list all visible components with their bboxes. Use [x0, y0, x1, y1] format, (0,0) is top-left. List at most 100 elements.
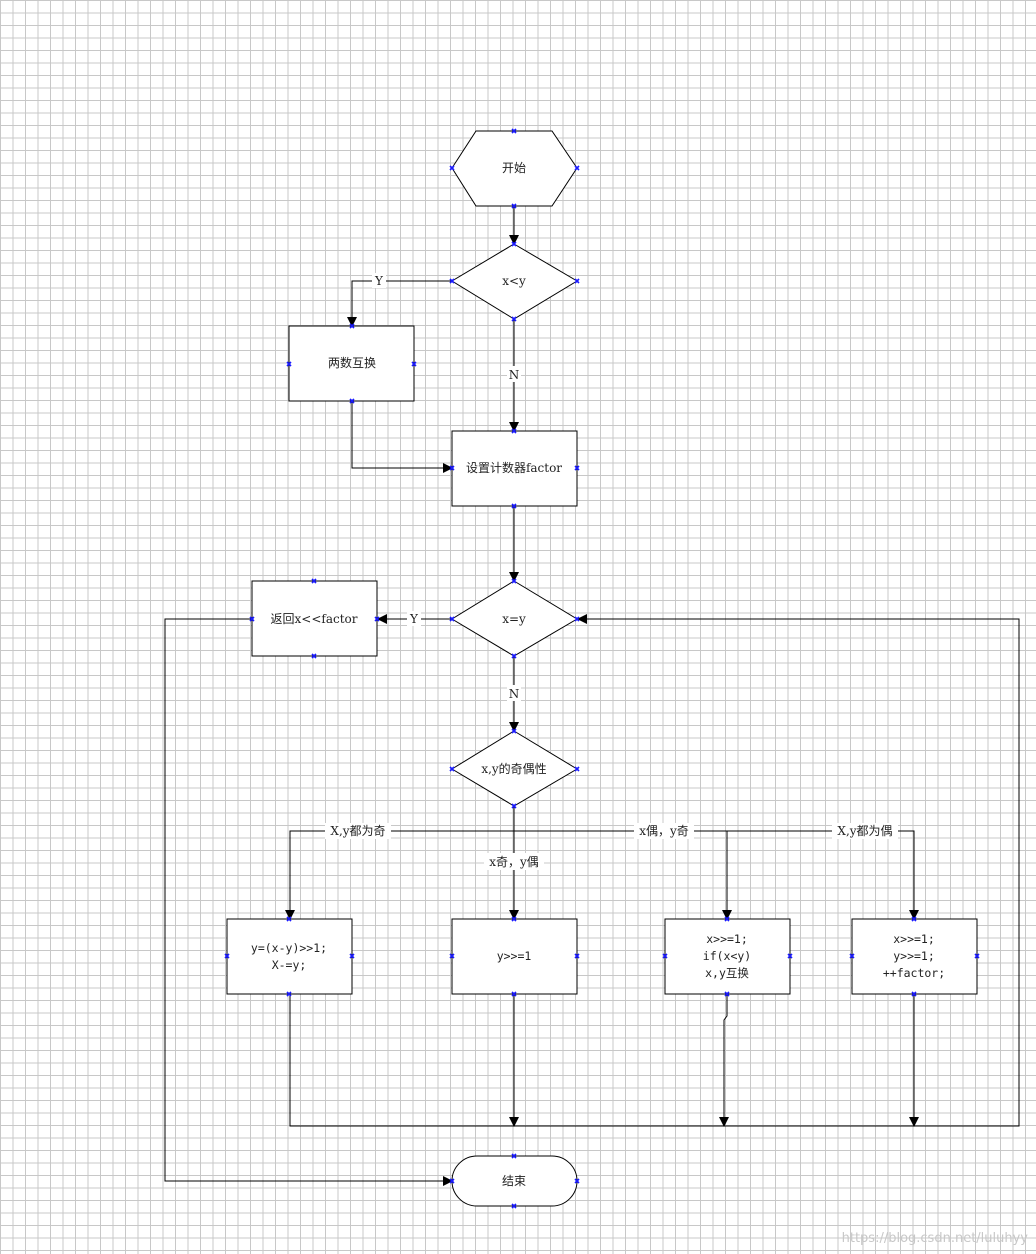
connection-handle-icon[interactable]	[511, 728, 517, 734]
connection-handle-icon[interactable]	[286, 916, 292, 922]
edge-label-cond2-no: N	[509, 687, 520, 701]
parity-label: x,y的奇偶性	[481, 761, 546, 776]
connection-handle-icon[interactable]	[574, 465, 580, 471]
connection-handle-icon[interactable]	[449, 616, 455, 622]
node-x-odd-y-even[interactable]: y>>=1	[451, 918, 578, 995]
x-even-y-odd-line-1: x>>=1;	[706, 932, 748, 946]
edge-parity-to-x-even	[514, 830, 732, 920]
connection-handle-icon[interactable]	[574, 165, 580, 171]
connection-handle-icon[interactable]	[511, 316, 517, 322]
connection-handle-icon[interactable]	[511, 1153, 517, 1159]
edge-label-both-even: X,y都为偶	[837, 824, 892, 838]
connection-handle-icon[interactable]	[511, 653, 517, 659]
both-even-box	[851, 918, 978, 995]
connection-handle-icon[interactable]	[974, 953, 980, 959]
edges	[164, 206, 1020, 1186]
edge-label-cond1-yes: Y	[374, 274, 384, 288]
edge-return-to-end	[164, 618, 453, 1186]
node-set-counter[interactable]: 设置计数器factor	[451, 430, 578, 507]
edge-parity-to-both-even	[727, 830, 919, 920]
connection-handle-icon[interactable]	[574, 1178, 580, 1184]
both-odd-line-2: X-=y;	[272, 958, 307, 972]
connection-handle-icon[interactable]	[349, 323, 355, 329]
connection-handle-icon[interactable]	[411, 361, 417, 367]
cond-x-eq-y-label: x=y	[502, 612, 526, 626]
connection-handle-icon[interactable]	[286, 361, 292, 367]
connection-handle-icon[interactable]	[374, 616, 380, 622]
connection-handle-icon[interactable]	[511, 241, 517, 247]
edge-loop-back	[289, 614, 1020, 1127]
connection-handles	[224, 128, 980, 1209]
edge-label-cond2-yes: Y	[409, 612, 419, 626]
node-both-odd[interactable]: y=(x-y)>>1; X-=y;	[226, 918, 353, 995]
connection-handle-icon[interactable]	[349, 953, 355, 959]
connection-handle-icon[interactable]	[574, 766, 580, 772]
connection-handle-icon[interactable]	[449, 278, 455, 284]
connection-handle-icon[interactable]	[311, 578, 317, 584]
edge-label-both-odd: X,y都为奇	[330, 824, 385, 838]
swap-label: 两数互换	[328, 355, 376, 370]
edge-label-x-odd-y-even: x奇，y偶	[489, 855, 539, 869]
connection-handle-icon[interactable]	[224, 953, 230, 959]
edge-swap-to-counter	[351, 401, 453, 473]
connection-handle-icon[interactable]	[449, 465, 455, 471]
watermark: https://blog.csdn.net/luluhyy	[842, 1231, 1029, 1246]
connection-handle-icon[interactable]	[574, 278, 580, 284]
connection-handle-icon[interactable]	[724, 991, 730, 997]
x-odd-y-even-line-1: y>>=1	[497, 949, 532, 963]
connection-handle-icon[interactable]	[511, 991, 517, 997]
node-return[interactable]: 返回x<<factor	[251, 580, 378, 657]
connection-handle-icon[interactable]	[511, 128, 517, 134]
both-odd-box	[226, 918, 353, 995]
node-swap[interactable]: 两数互换	[288, 325, 415, 402]
return-label: 返回x<<factor	[271, 612, 358, 626]
node-end[interactable]: 结束	[451, 1155, 578, 1207]
node-x-even-y-odd[interactable]: x>>=1; if(x<y) x,y互换	[664, 918, 791, 995]
edge-parity-to-both-odd	[285, 830, 514, 920]
edge-cond1-yes	[347, 280, 452, 327]
connection-handle-icon[interactable]	[511, 803, 517, 809]
connection-handle-icon[interactable]	[249, 616, 255, 622]
connection-handle-icon[interactable]	[349, 398, 355, 404]
connection-handle-icon[interactable]	[511, 578, 517, 584]
swap-box	[288, 325, 415, 402]
connection-handle-icon[interactable]	[311, 653, 317, 659]
connection-handle-icon[interactable]	[787, 953, 793, 959]
node-cond-x-lt-y[interactable]: x<y	[451, 243, 578, 320]
connection-handle-icon[interactable]	[724, 916, 730, 922]
connection-handle-icon[interactable]	[449, 165, 455, 171]
edge-x-even-down	[719, 994, 729, 1127]
cond-x-lt-y-label: x<y	[502, 274, 526, 288]
edge-label-x-even-y-odd: x偶，y奇	[639, 824, 689, 838]
connection-handle-icon[interactable]	[449, 1178, 455, 1184]
end-label: 结束	[502, 1174, 526, 1188]
edge-labels: Y N Y N X,y都为奇 x奇，y偶 x偶，y奇 X,y都为偶	[325, 273, 898, 870]
x-even-y-odd-box	[664, 918, 791, 995]
both-even-line-3: ++factor;	[883, 966, 945, 980]
both-odd-line-1: y=(x-y)>>1;	[251, 941, 327, 955]
connection-handle-icon[interactable]	[911, 916, 917, 922]
both-even-line-2: y>>=1;	[893, 949, 935, 963]
both-even-line-1: x>>=1;	[893, 932, 935, 946]
connection-handle-icon[interactable]	[511, 428, 517, 434]
connection-handle-icon[interactable]	[849, 953, 855, 959]
connection-handle-icon[interactable]	[574, 953, 580, 959]
connection-handle-icon[interactable]	[574, 616, 580, 622]
connection-handle-icon[interactable]	[511, 1203, 517, 1209]
connection-handle-icon[interactable]	[449, 953, 455, 959]
node-parity[interactable]: x,y的奇偶性	[451, 730, 578, 807]
connection-handle-icon[interactable]	[511, 503, 517, 509]
node-cond-x-eq-y[interactable]: x=y	[451, 580, 578, 657]
x-even-y-odd-line-3: x,y互换	[705, 966, 749, 980]
x-even-y-odd-line-2: if(x<y)	[703, 949, 751, 963]
connection-handle-icon[interactable]	[511, 916, 517, 922]
connection-handle-icon[interactable]	[662, 953, 668, 959]
start-label: 开始	[502, 161, 526, 175]
connection-handle-icon[interactable]	[511, 203, 517, 209]
connection-handle-icon[interactable]	[449, 766, 455, 772]
connection-handle-icon[interactable]	[286, 991, 292, 997]
node-both-even[interactable]: x>>=1; y>>=1; ++factor;	[851, 918, 978, 995]
node-start[interactable]: 开始	[451, 130, 578, 207]
connection-handle-icon[interactable]	[911, 991, 917, 997]
